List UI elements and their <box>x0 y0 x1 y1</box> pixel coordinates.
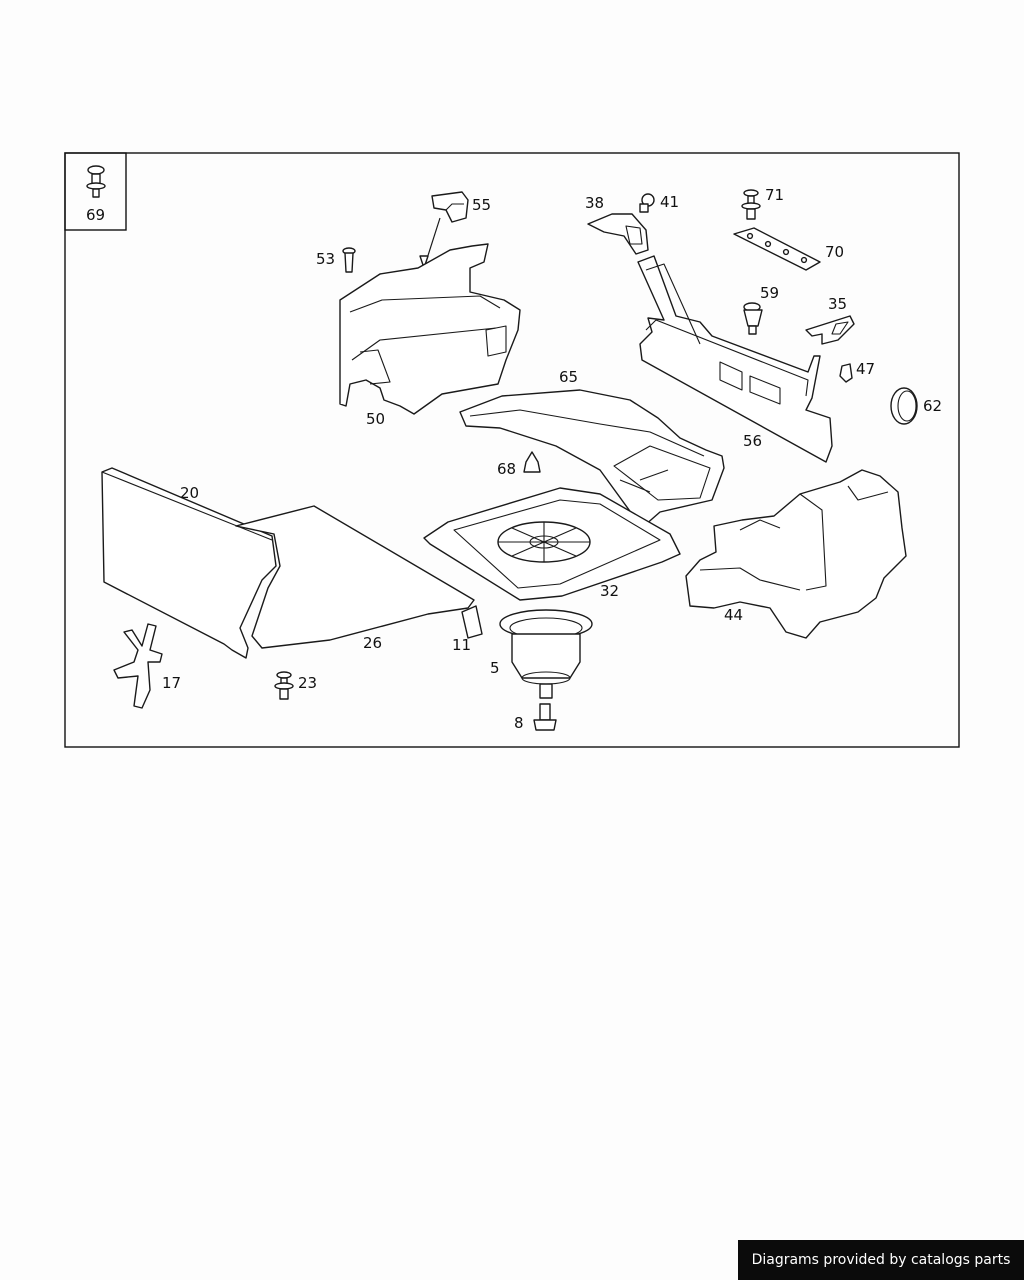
pin-53-icon <box>342 247 356 273</box>
trunk-side-liner-44 <box>685 469 907 639</box>
callout-47: 47 <box>856 360 875 378</box>
diagram-frame <box>64 152 960 748</box>
spare-wheel-well-32 <box>423 487 681 601</box>
trunk-lid-liner-65 <box>459 389 725 527</box>
callout-55: 55 <box>472 196 491 214</box>
callout-50: 50 <box>366 410 385 428</box>
callout-11: 11 <box>452 636 471 654</box>
callout-32: 32 <box>600 582 619 600</box>
clip-41-icon <box>639 193 655 213</box>
knob-8-icon <box>533 703 557 731</box>
callout-8: 8 <box>514 714 524 732</box>
callout-26: 26 <box>363 634 382 652</box>
credit-footer: Diagrams provided by catalogs parts <box>738 1240 1024 1280</box>
side-trim-panel-50 <box>339 243 521 415</box>
callout-56: 56 <box>743 432 762 450</box>
bracket-55-icon <box>431 191 469 223</box>
callout-38: 38 <box>585 194 604 212</box>
clip-17-icon <box>113 623 163 709</box>
clip-69-icon <box>86 165 106 198</box>
callout-35: 35 <box>828 295 847 313</box>
strip-70 <box>733 227 821 271</box>
callout-70: 70 <box>825 243 844 261</box>
callout-23: 23 <box>298 674 317 692</box>
clip-71-icon <box>741 189 761 220</box>
clip-68-icon <box>523 451 541 473</box>
callout-71: 71 <box>765 186 784 204</box>
callout-68: 68 <box>497 460 516 478</box>
callout-65: 65 <box>559 368 578 386</box>
callout-69: 69 <box>86 206 105 224</box>
floor-mat-26 <box>235 505 475 649</box>
arrowhead-55 <box>419 255 429 269</box>
callout-17: 17 <box>162 674 181 692</box>
pad-11 <box>461 605 483 639</box>
callout-20: 20 <box>180 484 199 502</box>
callout-5: 5 <box>490 659 500 677</box>
callout-62: 62 <box>923 397 942 415</box>
callout-59: 59 <box>760 284 779 302</box>
inset-box <box>64 152 127 231</box>
clip-23-icon <box>274 671 294 700</box>
callout-41: 41 <box>660 193 679 211</box>
cap-62 <box>890 387 918 425</box>
clip-59-icon <box>743 302 763 335</box>
callout-53: 53 <box>316 250 335 268</box>
spare-wheel-cup-5 <box>499 609 593 699</box>
callout-44: 44 <box>724 606 743 624</box>
rear-panel-56 <box>637 255 833 463</box>
bracket-35 <box>805 315 855 345</box>
clip-47-icon <box>839 363 853 383</box>
corner-piece-38 <box>587 213 649 255</box>
